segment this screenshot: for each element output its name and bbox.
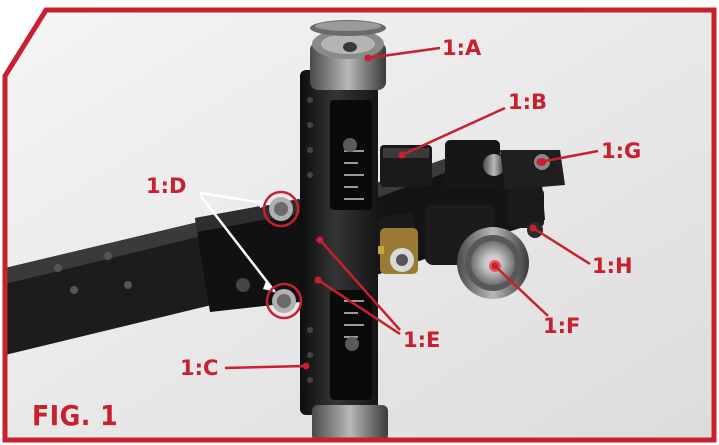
callout-1h: 1:H	[592, 254, 633, 278]
figure-caption: FIG. 1	[32, 399, 119, 432]
callout-1c: 1:C	[180, 356, 219, 380]
highlight-circle-upper	[262, 190, 300, 228]
callout-1f: 1:F	[543, 314, 581, 338]
mounting-bar	[5, 218, 232, 355]
leader-lines	[224, 46, 599, 370]
highlight-circle-lower	[265, 282, 303, 320]
red-frame	[2, 7, 717, 443]
callout-1g: 1:G	[601, 139, 642, 163]
callout-1a: 1:A	[442, 36, 482, 60]
callout-1e: 1:E	[403, 328, 441, 352]
callout-1b: 1:B	[508, 90, 548, 114]
callout-1d: 1:D	[146, 174, 187, 198]
